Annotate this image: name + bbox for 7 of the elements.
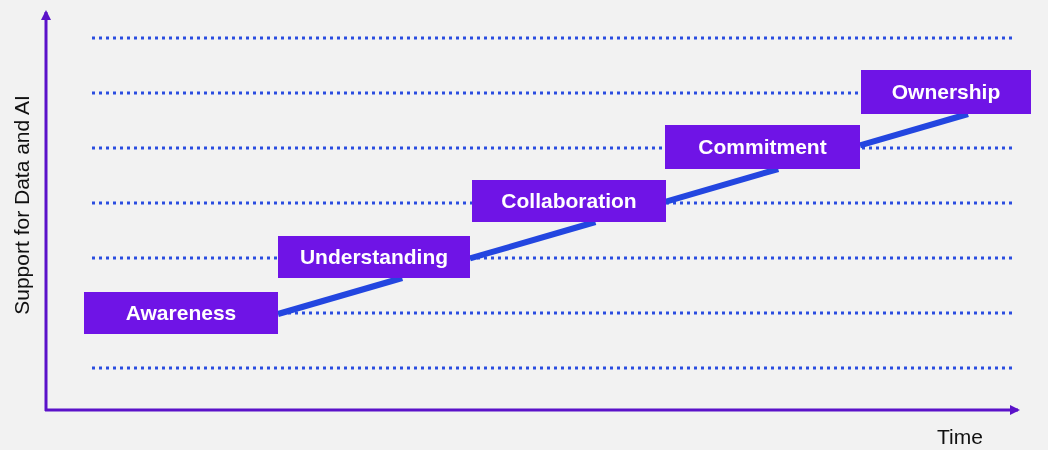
stage-box: Ownership bbox=[861, 70, 1031, 114]
y-axis-label: Support for Data and AI bbox=[10, 95, 34, 315]
x-axis-label: Time bbox=[937, 425, 983, 449]
stage-box: Awareness bbox=[84, 292, 278, 334]
stage-box: Understanding bbox=[278, 236, 470, 278]
stage-box: Collaboration bbox=[472, 180, 666, 222]
stage-box: Commitment bbox=[665, 125, 860, 169]
